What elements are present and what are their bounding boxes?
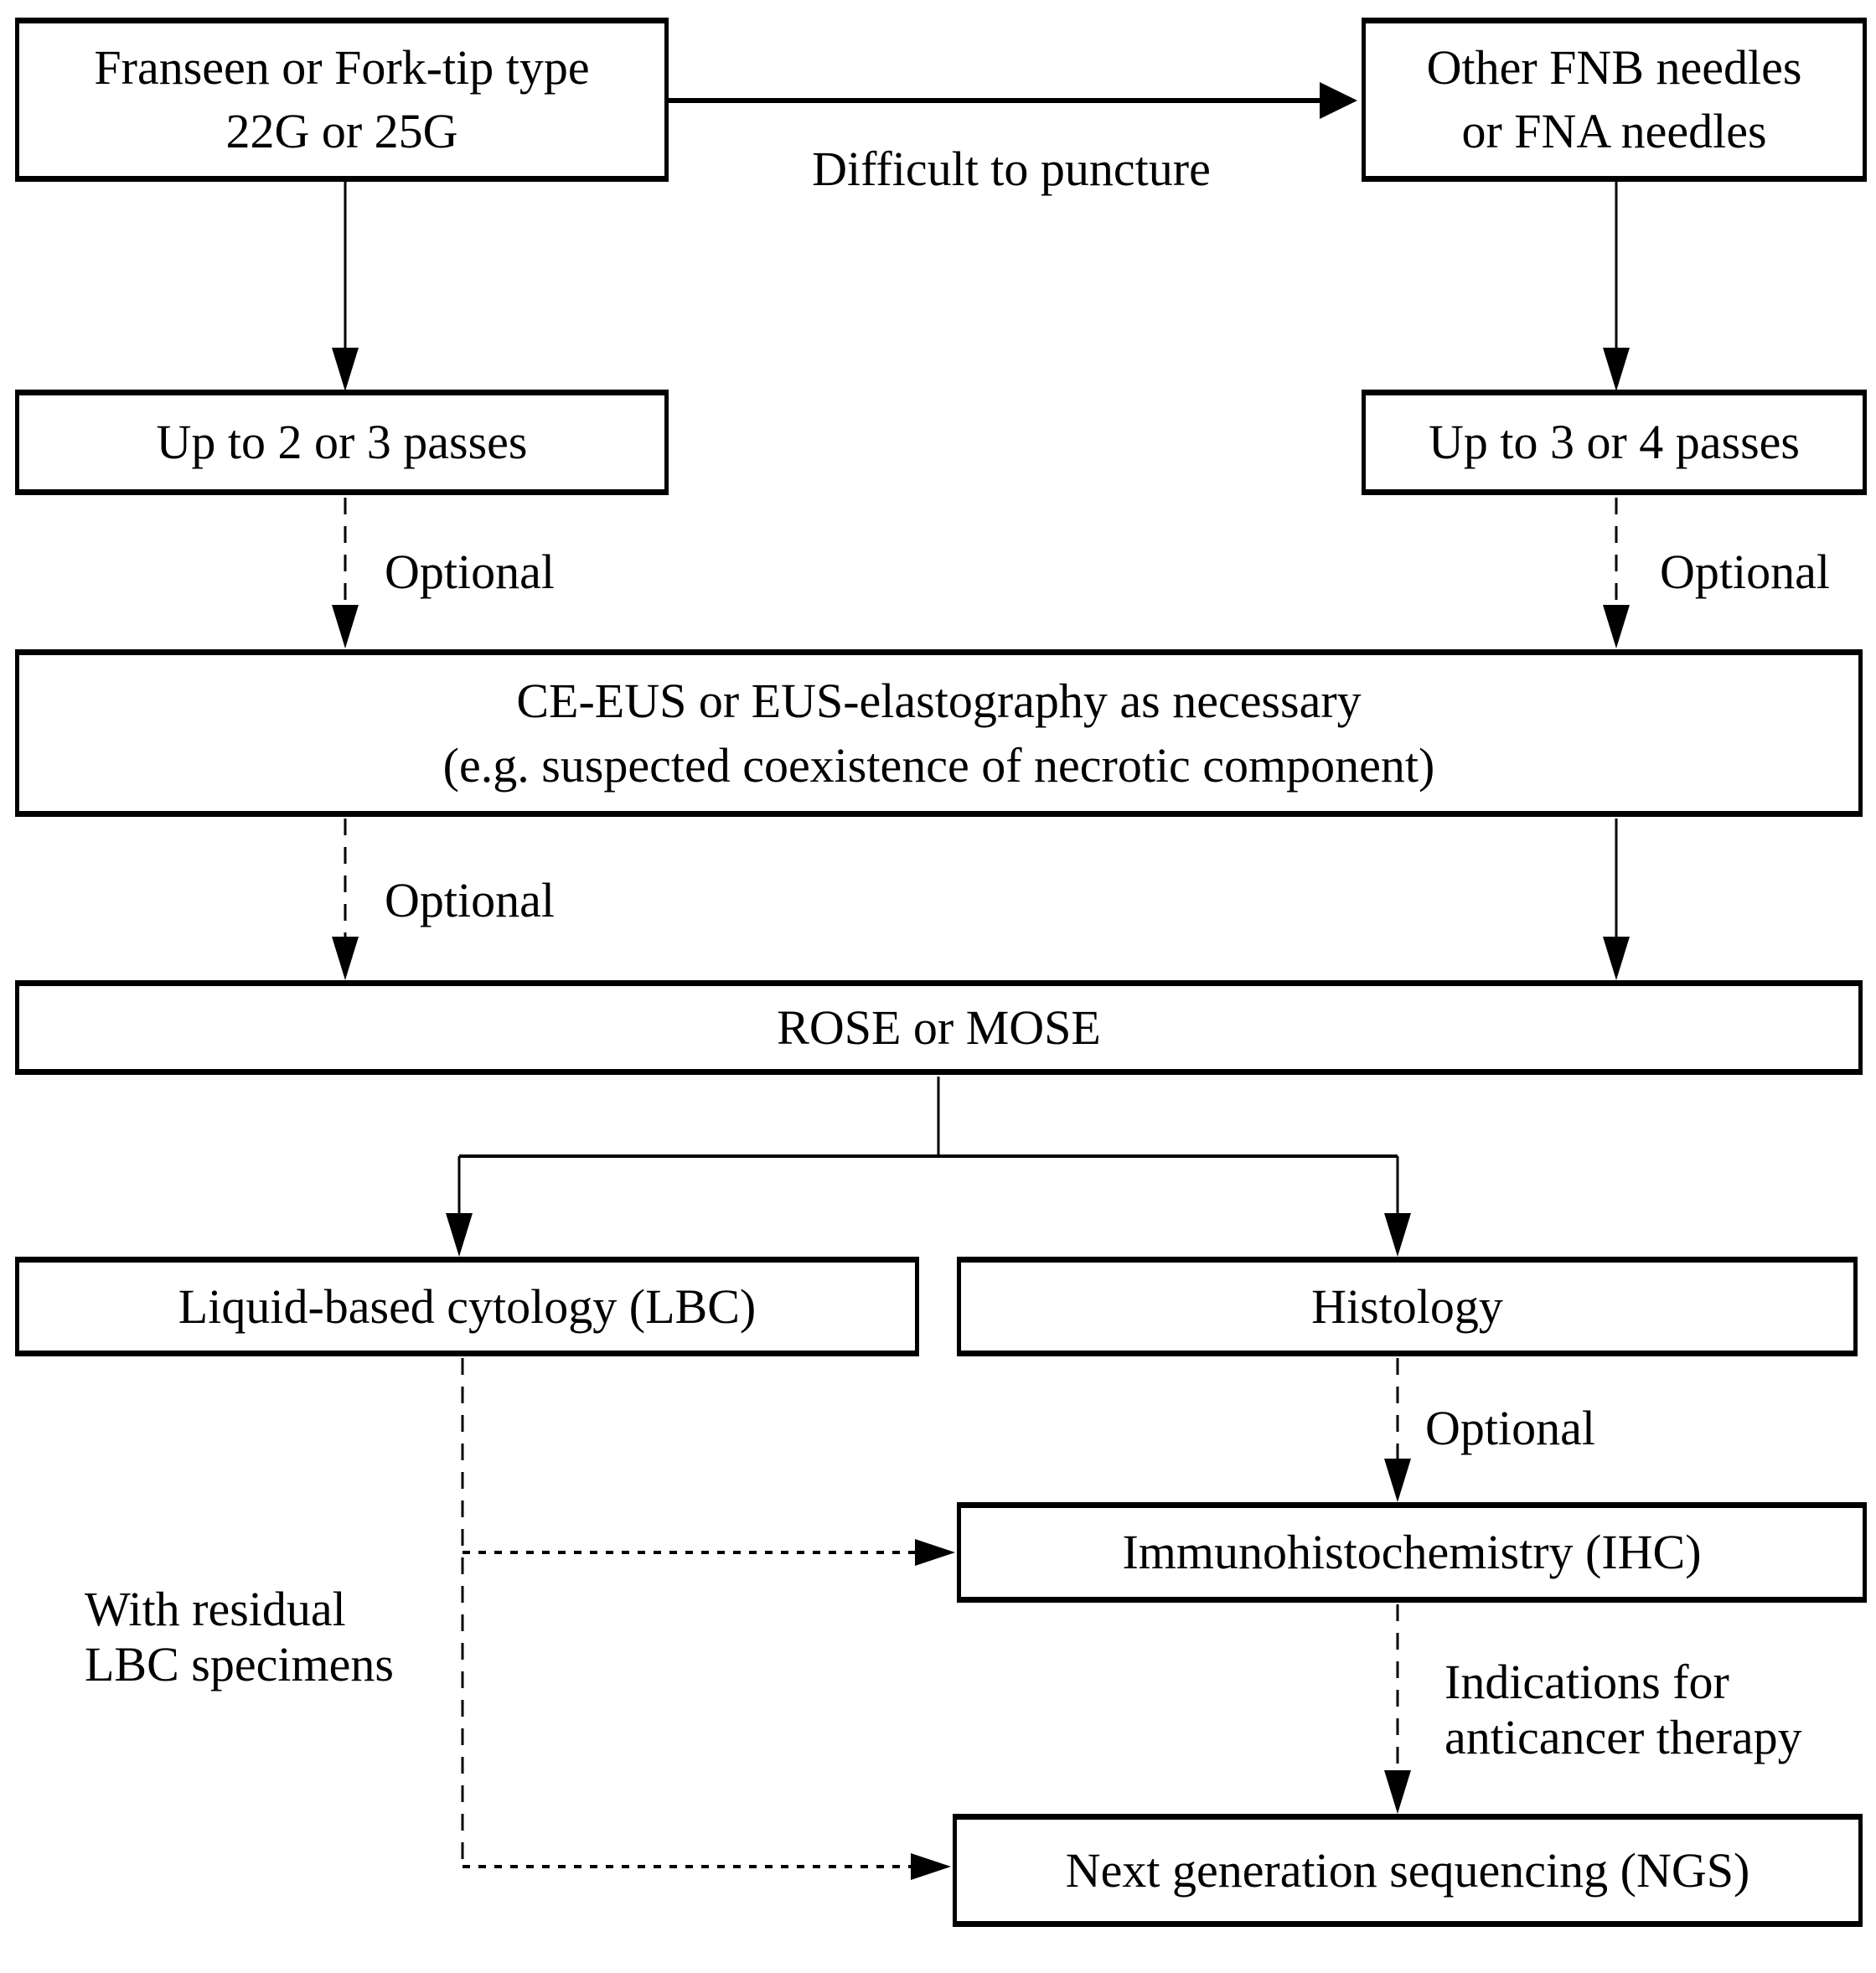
node-passes23-label: Up to 2 or 3 passes <box>156 415 528 469</box>
node-franseen-fork-tip: Franseen or Fork-tip type 22G or 25G <box>15 18 669 182</box>
node-liquid-based-cytology: Liquid-based cytology (LBC) <box>15 1257 919 1356</box>
node-rose-label: ROSE or MOSE <box>777 999 1101 1055</box>
arrowhead-into-ceeus-left-icon <box>332 605 359 648</box>
label-optional-passes-left: Optional <box>385 545 555 599</box>
node-passes34-label: Up to 3 or 4 passes <box>1428 415 1800 469</box>
arrowhead-into-rose-left-icon <box>332 937 359 980</box>
node-rose-or-mose: ROSE or MOSE <box>15 980 1863 1075</box>
node-up-to-2-or-3-passes: Up to 2 or 3 passes <box>15 390 669 495</box>
node-up-to-3-or-4-passes: Up to 3 or 4 passes <box>1362 390 1867 495</box>
arrowhead-into-ceeus-right-icon <box>1603 605 1630 648</box>
label-indications-line1: Indications for <box>1444 1655 1729 1709</box>
node-ihc-label: Immunohistochemistry (IHC) <box>1122 1525 1702 1579</box>
arrowhead-into-lbc-icon <box>446 1213 473 1257</box>
label-indications-line2: anticancer therapy <box>1444 1710 1802 1764</box>
node-histology: Histology <box>957 1257 1858 1356</box>
arrowhead-into-ngs-left-icon <box>911 1853 951 1880</box>
label-with-residual-line2: LBC specimens <box>85 1637 394 1692</box>
arrowhead-into-rose-right-icon <box>1603 937 1630 980</box>
arrowhead-into-other-needles-icon <box>1320 82 1357 119</box>
node-other-needles-line2: or FNA needles <box>1461 104 1767 158</box>
label-optional-passes-right: Optional <box>1660 545 1830 599</box>
node-franseen-line2: 22G or 25G <box>225 104 458 158</box>
node-ngs-label: Next generation sequencing (NGS) <box>1065 1842 1750 1898</box>
node-other-needles-line1: Other FNB needles <box>1426 40 1802 95</box>
node-histology-label: Histology <box>1311 1278 1503 1334</box>
label-with-residual-line1: With residual <box>85 1582 346 1636</box>
label-optional-histology: Optional <box>1425 1401 1595 1455</box>
arrowhead-into-passes23-icon <box>332 348 359 391</box>
node-other-fnb-fna-needles: Other FNB needles or FNA needles <box>1362 18 1867 182</box>
label-with-residual-lbc: With residual LBC specimens <box>85 1582 394 1692</box>
node-ce-eus-elastography: CE-EUS or EUS-elastography as necessary … <box>15 649 1863 817</box>
node-ceeus-line2: (e.g. suspected coexistence of necrotic … <box>442 738 1435 793</box>
arrowhead-into-ihc-left-icon <box>915 1539 955 1566</box>
label-difficult-to-puncture: Difficult to puncture <box>812 142 1211 196</box>
arrowhead-into-histology-icon <box>1384 1213 1411 1257</box>
node-ceeus-line1: CE-EUS or EUS-elastography as necessary <box>516 674 1362 728</box>
arrowhead-into-ngs-top-icon <box>1384 1770 1411 1814</box>
arrowhead-into-passes34-icon <box>1603 348 1630 391</box>
node-immunohistochemistry: Immunohistochemistry (IHC) <box>957 1502 1867 1603</box>
label-optional-ce-eus: Optional <box>385 873 555 927</box>
node-franseen-line1: Franseen or Fork-tip type <box>94 40 590 95</box>
arrowhead-into-ihc-top-icon <box>1384 1459 1411 1502</box>
node-lbc-label: Liquid-based cytology (LBC) <box>178 1278 757 1334</box>
node-next-generation-sequencing: Next generation sequencing (NGS) <box>953 1814 1863 1927</box>
label-indications-anticancer: Indications for anticancer therapy <box>1444 1655 1802 1765</box>
